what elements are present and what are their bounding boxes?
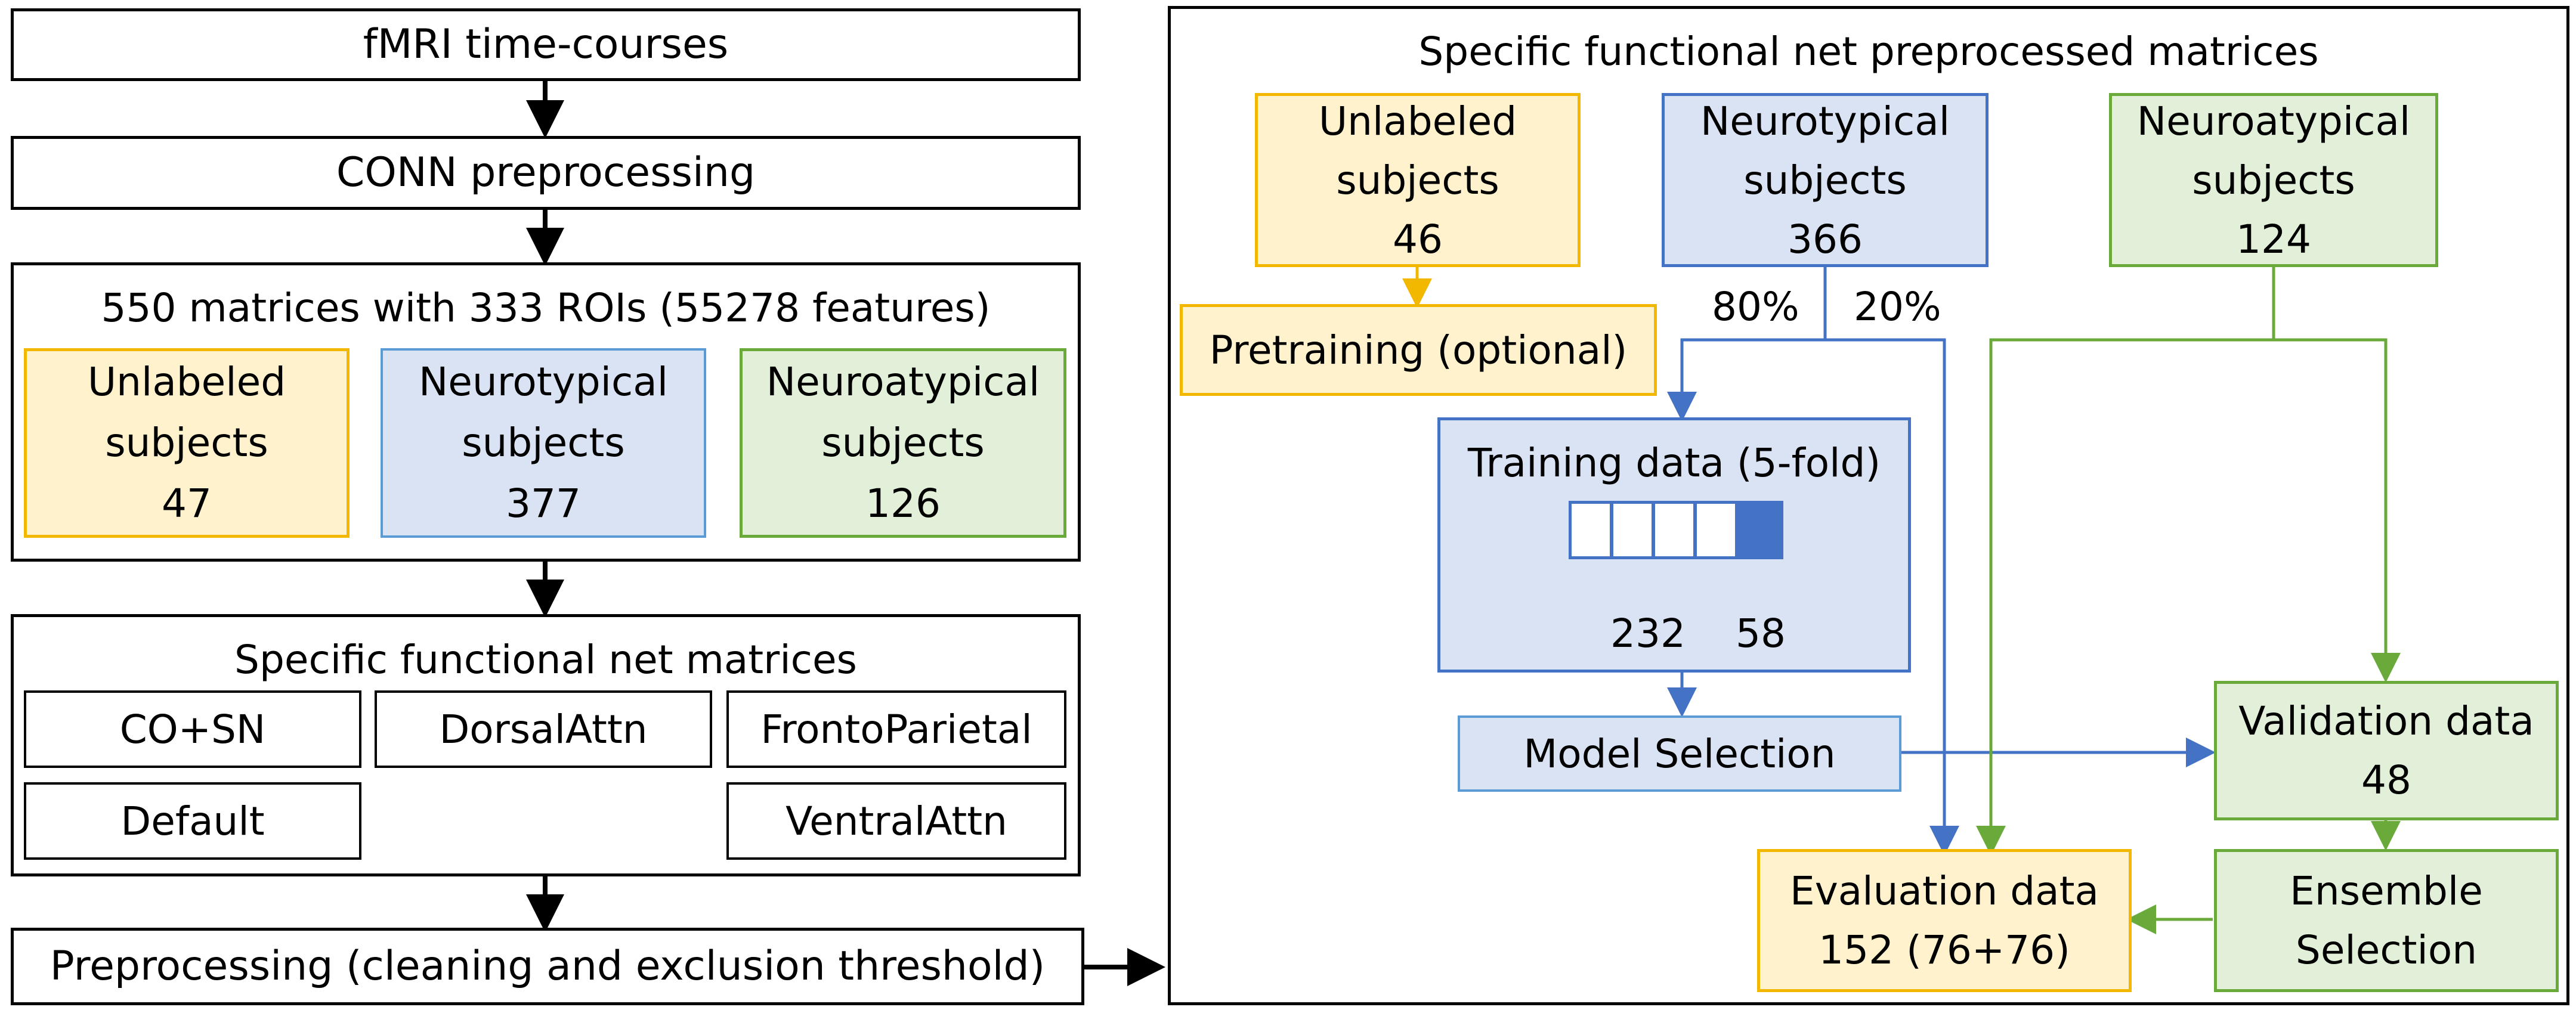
conn-label: CONN preprocessing xyxy=(336,149,756,196)
model-selection-box: Model Selection xyxy=(1458,715,1901,792)
left-neuroatypical-box: Neuroatypical subjects 126 xyxy=(740,348,1066,538)
evaluation-label: Evaluation data xyxy=(1790,868,2099,914)
right-neurotypical-line1: Neurotypical xyxy=(1700,98,1950,144)
pretraining-label: Pretraining (optional) xyxy=(1209,327,1628,373)
model-selection-label: Model Selection xyxy=(1523,730,1836,777)
split-train-label: 80% xyxy=(1712,284,1799,330)
right-neuroatypical-line1: Neuroatypical xyxy=(2136,98,2411,144)
split-test-label: 20% xyxy=(1854,284,1941,330)
left-unlabeled-box: Unlabeled subjects 47 xyxy=(24,348,350,538)
right-panel: Specific functional net preprocessed mat… xyxy=(1168,6,2569,1005)
network-co-sn-label: CO+SN xyxy=(119,706,266,752)
val-count-label: 58 xyxy=(1736,611,1786,656)
network-dorsal-attn-label: DorsalAttn xyxy=(439,706,648,752)
right-neuroatypical-line2: subjects xyxy=(2192,157,2355,203)
network-ventral-attn: VentralAttn xyxy=(726,782,1066,860)
right-neuroatypical-count: 124 xyxy=(2236,216,2311,262)
right-neurotypical-line2: subjects xyxy=(1743,157,1907,203)
matrices-title: 550 matrices with 333 ROIs (55278 featur… xyxy=(101,285,991,331)
conn-preprocessing-box: CONN preprocessing xyxy=(11,136,1081,210)
train-count-label: 232 xyxy=(1610,611,1686,656)
validation-label: Validation data xyxy=(2238,698,2534,744)
fold-3 xyxy=(1652,501,1696,559)
fold-2 xyxy=(1610,501,1655,559)
left-neuroatypical-line2: subjects xyxy=(821,419,985,466)
evaluation-data-box: Evaluation data 152 (76+76) xyxy=(1757,849,2132,992)
network-default-label: Default xyxy=(120,798,265,844)
validation-data-box: Validation data 48 xyxy=(2214,681,2559,820)
right-neurotypical-count: 366 xyxy=(1788,216,1863,262)
left-neurotypical-line1: Neurotypical xyxy=(418,358,669,405)
right-neurotypical-box: Neurotypical subjects 366 xyxy=(1662,93,1989,267)
right-unlabeled-line2: subjects xyxy=(1336,157,1499,203)
network-ventral-attn-label: VentralAttn xyxy=(786,798,1007,844)
fold-1 xyxy=(1569,501,1613,559)
preprocessing-label: Preprocessing (cleaning and exclusion th… xyxy=(50,943,1046,990)
fmri-timecourses-box: fMRI time-courses xyxy=(11,8,1081,81)
ensemble-selection-box: Ensemble Selection xyxy=(2214,849,2559,992)
ensemble-line2: Selection xyxy=(2295,927,2478,973)
right-unlabeled-count: 46 xyxy=(1393,216,1443,262)
fold-4 xyxy=(1694,501,1738,559)
right-unlabeled-line1: Unlabeled xyxy=(1318,98,1517,144)
fold-5-validation xyxy=(1736,501,1783,559)
right-panel-title: Specific functional net preprocessed mat… xyxy=(1418,29,2319,75)
network-fronto-parietal-label: FrontoParietal xyxy=(760,706,1032,752)
left-unlabeled-line1: Unlabeled xyxy=(87,358,286,405)
left-neurotypical-box: Neurotypical subjects 377 xyxy=(381,348,706,538)
training-data-title: Training data (5-fold) xyxy=(1467,440,1881,486)
left-unlabeled-line2: subjects xyxy=(105,419,268,466)
networks-title: Specific functional net matrices xyxy=(234,637,857,683)
left-neuroatypical-count: 126 xyxy=(865,481,941,527)
fmri-label: fMRI time-courses xyxy=(363,21,729,68)
network-dorsal-attn: DorsalAttn xyxy=(375,690,712,768)
preprocessing-box: Preprocessing (cleaning and exclusion th… xyxy=(11,928,1084,1005)
left-neurotypical-count: 377 xyxy=(506,481,581,527)
left-unlabeled-count: 47 xyxy=(162,481,212,527)
right-neuroatypical-box: Neuroatypical subjects 124 xyxy=(2109,93,2438,267)
validation-count: 48 xyxy=(2361,757,2411,803)
network-default: Default xyxy=(24,782,361,860)
right-unlabeled-box: Unlabeled subjects 46 xyxy=(1255,93,1581,267)
network-co-sn: CO+SN xyxy=(24,690,361,768)
network-fronto-parietal: FrontoParietal xyxy=(726,690,1066,768)
left-neurotypical-line2: subjects xyxy=(462,419,625,466)
ensemble-line1: Ensemble xyxy=(2290,868,2483,914)
left-neuroatypical-line1: Neuroatypical xyxy=(766,358,1040,405)
pretraining-box: Pretraining (optional) xyxy=(1180,304,1657,396)
evaluation-count: 152 (76+76) xyxy=(1819,927,2070,973)
